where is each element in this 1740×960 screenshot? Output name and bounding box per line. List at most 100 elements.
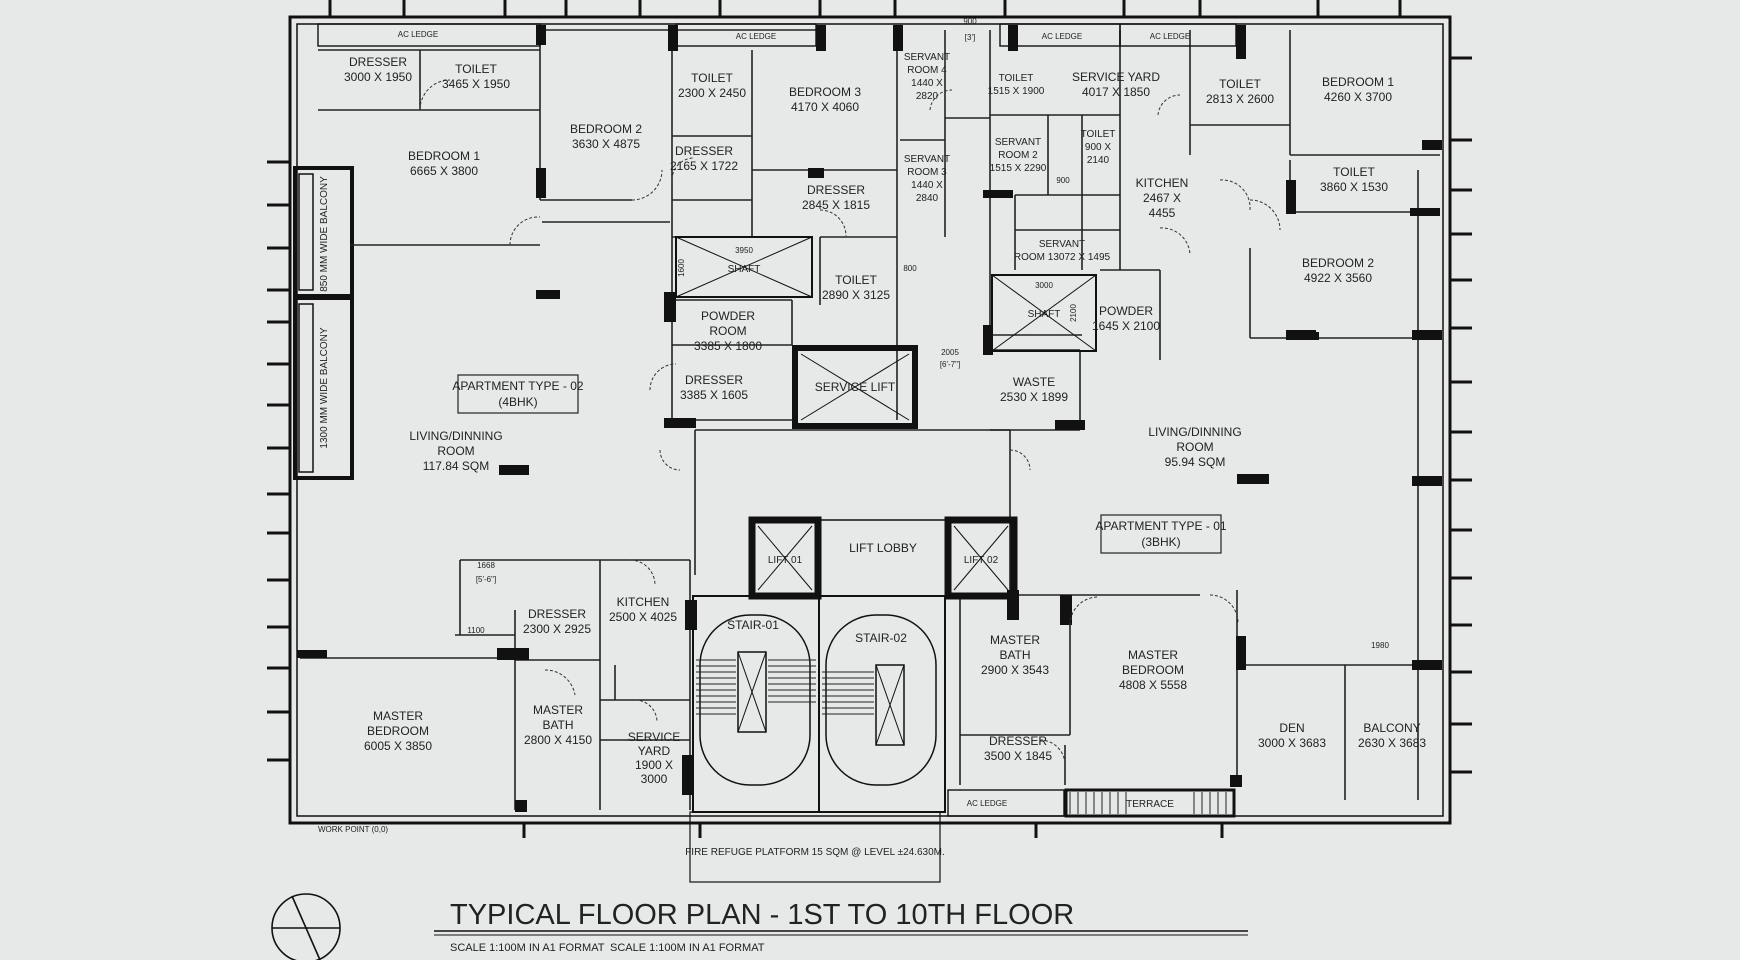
work-point-label: WORK POINT (0,0) [318, 825, 388, 834]
dimension-value: 1100 [467, 626, 485, 635]
svg-text:850 MM WIDE BALCONY: 850 MM WIDE BALCONY [319, 176, 330, 292]
room-label-line: TOILET [691, 71, 733, 85]
room-label-line: 2900 X 3543 [981, 663, 1049, 677]
room-label-line: 2300 X 2925 [523, 622, 591, 636]
room-label-line: 2467 X [1143, 191, 1181, 205]
interior-walls [300, 29, 1440, 810]
room-label-line: BEDROOM [367, 724, 429, 738]
room-label-line: BEDROOM 2 [1302, 256, 1374, 270]
room-label-line: KITCHEN [1136, 176, 1189, 190]
door-swings [419, 79, 1281, 766]
fire-refuge-label: FIRE REFUGE PLATFORM 15 SQM @ LEVEL ±24.… [685, 847, 945, 858]
room-label-line: BEDROOM 1 [1322, 75, 1394, 89]
scale-note: SCALE 1:100M IN A1 FORMAT [450, 942, 605, 954]
room-label-line: ROOM 13072 X 1495 [1014, 252, 1111, 263]
room-label-line: TOILET [1081, 129, 1116, 140]
svg-text:1600: 1600 [677, 259, 686, 277]
room-label-line: 1440 X [911, 78, 943, 89]
room-label-line: ROOM [1176, 440, 1213, 454]
room-label-line: TOILET [1219, 77, 1261, 91]
room-label-line: 900 X [1085, 142, 1111, 153]
room-label-line: LIVING/DINNING [409, 429, 502, 443]
stair-treads [696, 659, 1227, 814]
room-label-line: MASTER [990, 633, 1040, 647]
room-label-line: WASTE [1013, 375, 1055, 389]
dimension-value: 3000 [1035, 281, 1053, 290]
room-label-line: YARD [638, 744, 671, 758]
facade-fins [267, 0, 1472, 838]
room-label-line: 4017 X 1850 [1082, 85, 1150, 99]
room-label-line: ROOM 2 [998, 150, 1038, 161]
dimension-value: 800 [903, 264, 917, 273]
room-label-line: 3385 X 1605 [680, 388, 748, 402]
svg-text:2100: 2100 [1069, 304, 1078, 322]
stair-label: STAIR-01 [727, 618, 779, 632]
room-label-line: TOILET [1333, 165, 1375, 179]
room-label-line: BALCONY [1363, 721, 1420, 735]
room-label-line: 2813 X 2600 [1206, 92, 1274, 106]
room-label-line: DRESSER [807, 183, 865, 197]
room-label-line: 1645 X 2100 [1092, 319, 1160, 333]
room-label-line: ROOM 3 [907, 167, 947, 178]
room-label-line: 2165 X 1722 [670, 159, 738, 173]
room-label-line: 2845 X 1815 [802, 198, 870, 212]
balcony-label: 850 MM WIDE BALCONY [319, 176, 330, 292]
room-label-line: SERVICE YARD [1072, 70, 1160, 84]
dimension-value: 2005 [941, 348, 959, 357]
room-label-line: BATH [542, 718, 573, 732]
room-label-line: 95.94 SQM [1165, 455, 1226, 469]
room-label-line: MASTER [1128, 648, 1178, 662]
room-label-line: 4260 X 3700 [1324, 90, 1392, 104]
ac-ledge-label: AC LEDGE [967, 799, 1007, 808]
ac-ledge-label: AC LEDGE [398, 30, 438, 39]
lift-label: LIFT 01 [768, 555, 803, 566]
dimension-value: [5'-6"] [476, 575, 496, 584]
room-label-line: TOILET [999, 73, 1034, 84]
room-label-line: ROOM 4 [907, 65, 947, 76]
room-label-line: ROOM [709, 324, 746, 338]
room-label-line: KITCHEN [617, 595, 670, 609]
apartment-tags: APARTMENT TYPE - 02 (4BHK) APARTMENT TYP… [452, 374, 1227, 554]
balcony-label: 1300 MM WIDE BALCONY [319, 327, 330, 448]
room-label-line: 1515 X 2290 [990, 163, 1047, 174]
dimension-value: 1668 [477, 561, 495, 570]
dimension-value: 900 [963, 17, 977, 26]
room-label-line: BEDROOM 3 [789, 85, 861, 99]
dimension-value: 2100 [1069, 304, 1078, 322]
room-label-line: TOILET [455, 62, 497, 76]
room-label-line: 1440 X [911, 180, 943, 191]
room-label-line: 3860 X 1530 [1320, 180, 1388, 194]
room-label-line: 2140 [1087, 155, 1110, 166]
room-label-line: LIVING/DINNING [1148, 425, 1241, 439]
room-label-line: 117.84 SQM [423, 459, 489, 473]
room-label-line: TOILET [835, 273, 877, 287]
room-label-line: 3500 X 1845 [984, 749, 1052, 763]
room-label-line: 3000 X 3683 [1258, 736, 1326, 750]
room-label-line: SERVANT [1039, 239, 1085, 250]
room-label-line: DRESSER [528, 607, 586, 621]
lift-lobby-label: LIFT LOBBY [849, 541, 917, 555]
